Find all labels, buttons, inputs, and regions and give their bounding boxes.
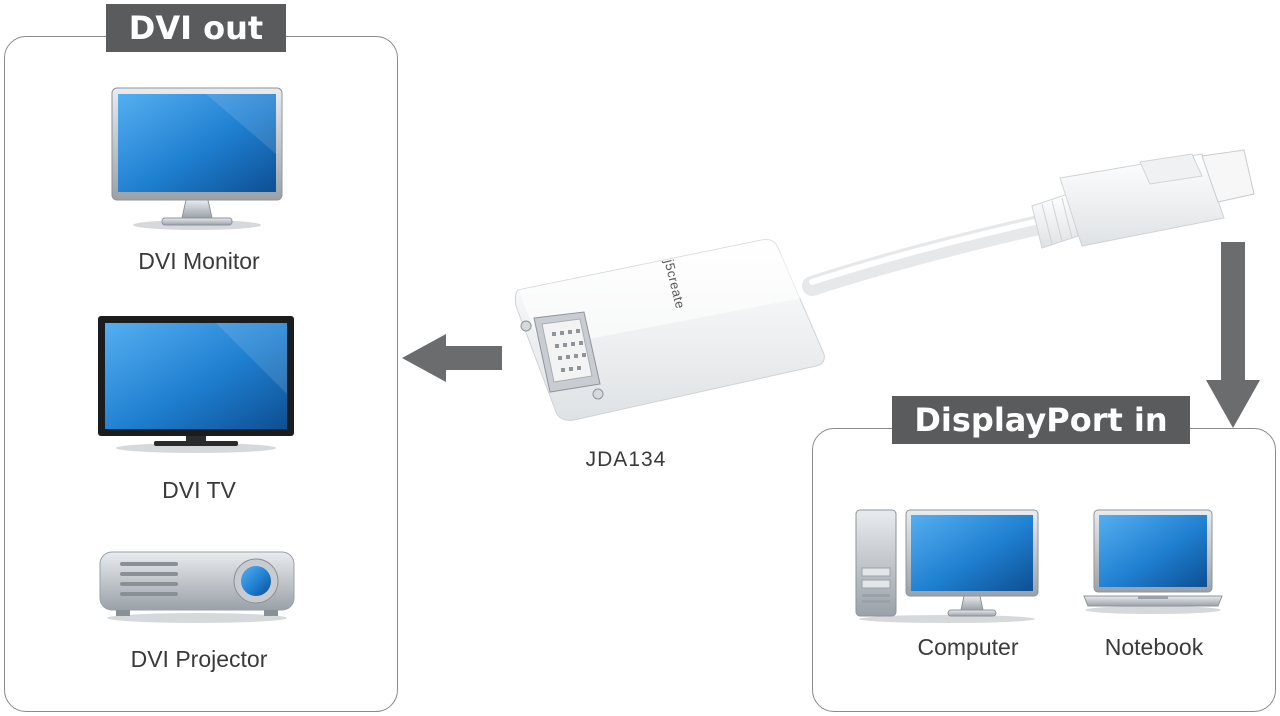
displayport-to-dvi-adapter-icon xyxy=(514,149,1255,421)
projector-icon xyxy=(99,551,295,623)
dvi-tv-label: DVI TV xyxy=(162,477,236,503)
adapter-model-label: JDA134 xyxy=(585,448,667,471)
desktop-computer-icon xyxy=(855,509,1039,623)
arrow-down-icon xyxy=(1206,242,1260,428)
dvi-monitor-label: DVI Monitor xyxy=(138,248,260,274)
dvi-out-title: DVI out xyxy=(106,4,286,52)
tv-icon xyxy=(98,316,294,453)
displayport-in-title: DisplayPort in xyxy=(892,396,1190,444)
laptop-icon xyxy=(1083,509,1223,614)
dvi-projector-label: DVI Projector xyxy=(130,646,268,672)
notebook-label: Notebook xyxy=(1104,634,1204,660)
computer-label: Computer xyxy=(917,634,1019,660)
monitor-icon xyxy=(111,87,283,230)
arrow-left-icon xyxy=(402,334,502,382)
